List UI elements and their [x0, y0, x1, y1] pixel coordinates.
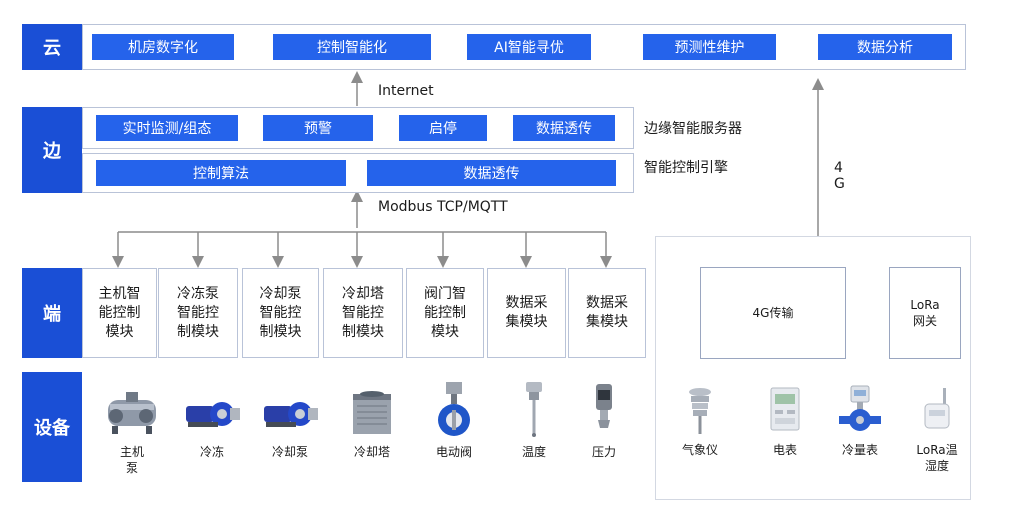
4g-label: 4 G	[834, 160, 845, 192]
module-drop-arrows	[112, 232, 612, 268]
4g-label-line1: 4	[834, 160, 843, 176]
lora-sensor-icon	[924, 388, 950, 429]
weather-station-icon	[689, 388, 711, 434]
cloud-item-data-analysis: 数据分析	[818, 34, 952, 60]
layer-label-devices: 设备	[22, 372, 82, 482]
module-cooling-tower-control: 冷却塔智能控制模块	[323, 268, 403, 358]
device-electric-valve: 电动阀	[414, 380, 494, 460]
module-data-acquisition-1: 数据采集模块	[487, 268, 566, 358]
flow-meter-icon	[839, 385, 881, 431]
device-weather-station: 气象仪	[660, 384, 740, 458]
internet-label: Internet	[378, 83, 434, 99]
temperature-sensor-icon	[526, 382, 542, 437]
module-cooling-pump-control: 冷却泵智能控制模块	[242, 268, 319, 358]
layer-label-edge: 边	[22, 107, 82, 193]
layer-label-terminal: 端	[22, 268, 82, 358]
electric-meter-icon	[770, 387, 800, 431]
pump-icon	[264, 402, 318, 427]
cloud-item-predictive-maintenance: 预测性维护	[643, 34, 776, 60]
edge-server-label: 边缘智能服务器	[644, 121, 742, 137]
device-pressure-sensor: 压力	[564, 380, 644, 460]
edge-item-monitoring: 实时监测/组态	[96, 115, 238, 141]
module-valve-control: 阀门智能控制模块	[406, 268, 484, 358]
cloud-item-ai-optimize: AI智能寻优	[467, 34, 591, 60]
device-cooling-meter: 冷量表	[820, 384, 900, 458]
chiller-icon	[108, 392, 156, 434]
device-temperature-sensor: 温度	[494, 380, 574, 460]
valve-icon	[438, 382, 470, 436]
4g-label-line2: G	[834, 176, 845, 192]
module-data-acquisition-2: 数据采集模块	[568, 268, 646, 358]
edge-item-start-stop: 启停	[399, 115, 487, 141]
4g-transfer-box: 4G传输	[700, 267, 846, 359]
pump-icon	[186, 402, 240, 427]
cloud-item-digital-room: 机房数字化	[92, 34, 234, 60]
edge-item-control-algorithm: 控制算法	[96, 160, 346, 186]
cloud-item-smart-control: 控制智能化	[273, 34, 431, 60]
edge-item-data-passthrough-2: 数据透传	[367, 160, 616, 186]
edge-engine-label: 智能控制引擎	[644, 160, 728, 176]
module-chilled-pump-control: 冷冻泵智能控制模块	[158, 268, 238, 358]
edge-item-data-passthrough: 数据透传	[513, 115, 615, 141]
device-lora-temp-humidity: LoRa温湿度	[897, 384, 977, 474]
module-chiller-control: 主机智能控制模块	[82, 268, 157, 358]
pressure-sensor-icon	[596, 384, 612, 428]
modbus-label: Modbus TCP/MQTT	[378, 199, 508, 215]
device-electric-meter: 电表	[745, 384, 825, 458]
cooling-tower-icon	[353, 391, 391, 434]
device-chiller: 主机泵	[92, 386, 172, 476]
device-cooling-tower: 冷却塔	[332, 386, 412, 460]
device-cooling-pump: 冷却泵	[250, 388, 330, 460]
device-chilled-pump: 冷冻	[172, 388, 252, 460]
edge-item-warning: 预警	[263, 115, 373, 141]
layer-label-cloud: 云	[22, 24, 82, 70]
